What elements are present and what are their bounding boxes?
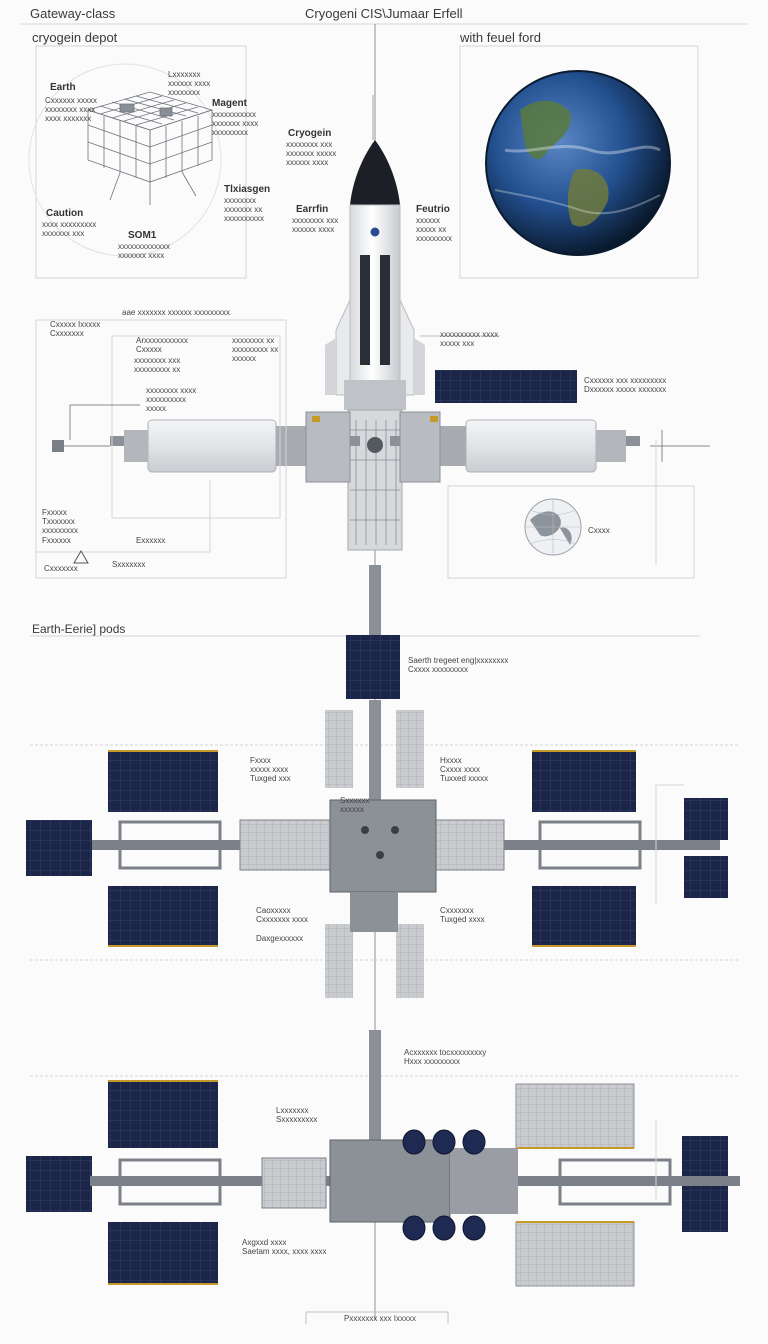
solar-c-tl xyxy=(108,1082,218,1148)
station-a-note3: xxxxxxxx xxx xxxxxxxxx xx xyxy=(134,356,181,375)
header-top-left: Gateway-class xyxy=(30,6,116,21)
section-b-left-bottom: Caoxxxxx Cxxxxxxx xxxx xyxy=(256,906,308,925)
note-earrfin: xxxxxxxx xxx xxxxxx xxxx xyxy=(292,216,339,235)
station-a-tr-note: xxxxxxxxxx xxxx xxxxx xxx xyxy=(440,330,499,349)
section-b-right-bottom: Cxxxxxxx Tuxged xxxx xyxy=(440,906,485,925)
note-cryogein: xxxxxxxx xxx xxxxxxx xxxxx xxxxxx xxxx xyxy=(286,140,337,168)
section-c-left-note2: Axgxxd xxxx Saetam xxxx, xxxx xxxx xyxy=(242,1238,327,1257)
note-som1: xxxxxxxxxxxxx xxxxxxx xxxx xyxy=(118,242,170,261)
solar-c-far-left xyxy=(26,1156,92,1212)
note-magent: xxxxxxxxxxx xxxxxxx xxxx xxxxxxxxx xyxy=(212,110,259,138)
section-b-title: Earth-Eerie] pods xyxy=(32,622,126,636)
section-b-center-note: Sxxxxxx xxxxxx xyxy=(340,796,370,815)
label-caution: Caution xyxy=(46,208,84,219)
solar-b-far-left xyxy=(26,820,92,876)
label-tlxiasgen: Tlxiasgen xyxy=(224,184,271,195)
station-a-note2: xxxxxxxx xx xxxxxxxxx xx xxxxxx xyxy=(232,336,279,364)
label-earth: Earth xyxy=(50,82,76,93)
station-a-heading: aae xxxxxxx xxxxxx xxxxxxxxx xyxy=(122,308,231,317)
solar-b-br xyxy=(532,886,636,946)
note-feutrio: xxxxxx xxxxx xx xxxxxxxxx xyxy=(416,216,452,244)
page-title: Cryogeni CIS\Jumaar Erfell xyxy=(305,6,463,21)
solar-b-far-right-top xyxy=(684,798,728,840)
label-cryogein: Cryogein xyxy=(288,128,332,139)
rocket-body xyxy=(325,95,425,551)
section-b-note-top: Saerth tregeet eng|xxxxxxxx Cxxxx xxxxxx… xyxy=(408,656,509,675)
station-a-panel-note: Cxxxxxx xxx xxxxxxxxx Dxxxxxx xxxxx xxxx… xyxy=(584,376,667,395)
station-a-bottom-mid: Sxxxxxxx xyxy=(112,560,146,569)
solar-c-bl xyxy=(108,1222,218,1284)
note-tlxiasgen: xxxxxxxx xxxxxxx xx xxxxxxxxxx xyxy=(224,196,264,224)
label-som1: SOM1 xyxy=(128,230,157,241)
section-b-left-arrow: Daxgexxxxxx xyxy=(256,934,304,943)
section-b-right-note: Hxxxx Cxxxx xxxx Tuxxed xxxxx xyxy=(440,756,489,784)
station-a-globe-label: Cxxxx xyxy=(588,526,610,535)
station-a-left-title: Cxxxxx Ixxxxx Cxxxxxxx xyxy=(50,320,101,339)
solar-b-far-right-bottom xyxy=(684,856,728,898)
section-c-note-top: Acxxxxxx tocxxxxxxxxy Hxxx xxxxxxxxx xyxy=(404,1048,487,1067)
station-a-modules xyxy=(110,411,640,483)
station-a-left-list: Fxxxxx Txxxxxxx xxxxxxxxx Fxxxxxx xyxy=(42,508,78,545)
label-feutrio: Feutrio xyxy=(416,204,450,215)
note-top: Lxxxxxxx xxxxxx xxxx xxxxxxxx xyxy=(168,70,211,98)
footer-label: Pxxxxxxx xxx Ixxxxx xyxy=(344,1314,417,1323)
solar-b-tr xyxy=(532,752,636,812)
solar-b-bl xyxy=(108,886,218,946)
note-left: Cxxxxxx xxxxx xxxxxxxx xxxx xxxx xxxxxxx xyxy=(45,96,97,124)
station-a-note1: Arxxxxxxxxxxx Cxxxxx xyxy=(136,336,188,355)
section-b-left-note: Fxxxx xxxxx xxxx Tuxged xxx xyxy=(250,756,291,784)
section-c-left-note1: Lxxxxxxx Sxxxxxxxxx xyxy=(276,1106,318,1125)
solar-b-tl xyxy=(108,752,218,812)
solar-panel-center-top xyxy=(346,635,400,699)
station-a-bottom-left: Cxxxxxxx xyxy=(44,564,78,573)
station-a-bottom-center: Exxxxxx xyxy=(136,536,166,545)
station-a-note4: xxxxxxxx xxxx xxxxxxxxxx xxxxx xyxy=(146,386,197,414)
cryo-depot-wireframe xyxy=(86,91,214,205)
subtitle-right: with feuel ford xyxy=(460,30,541,45)
subtitle-left: cryogein depot xyxy=(32,30,118,45)
label-magent: Magent xyxy=(212,98,247,109)
solar-panel-a xyxy=(435,370,577,403)
note-caution: xxxx xxxxxxxxx xxxxxxx xxx xyxy=(42,220,97,239)
label-earrfin: Earrfin xyxy=(296,204,329,215)
